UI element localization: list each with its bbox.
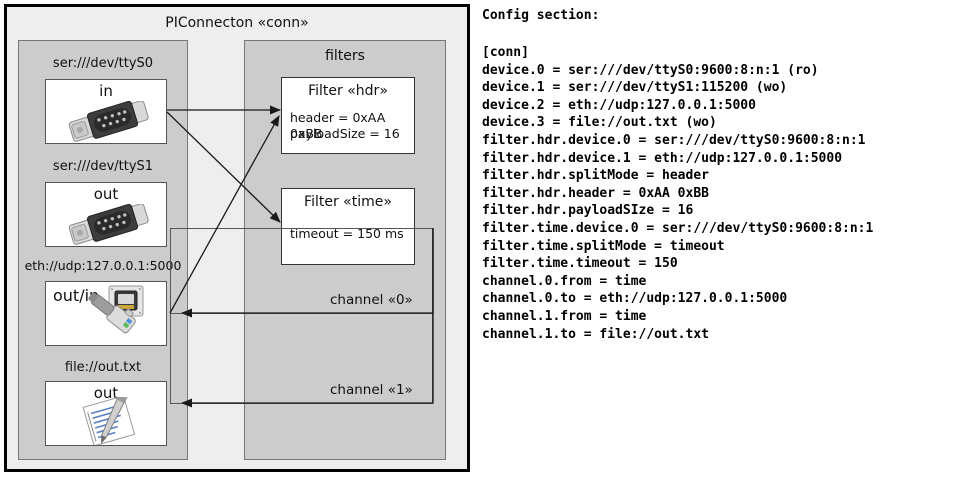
filters-panel-title: filters [325, 48, 365, 64]
config-heading: Config section: [482, 8, 600, 23]
device-label-eth: eth://udp:127.0.0.1:5000 [24, 258, 182, 273]
channel-0-label: channel «0» [330, 292, 413, 308]
device-tile-file[interactable]: out [45, 381, 167, 446]
filter-title-time: Filter «time» [304, 194, 392, 210]
config-body: [conn] device.0 = ser:///dev/ttyS0:9600:… [482, 45, 874, 342]
channel-1-route [170, 228, 433, 404]
page-title: PIConnecton «conn» [165, 15, 309, 31]
channel-1-label: channel «1» [330, 382, 413, 398]
serial-db9-icon [68, 204, 149, 245]
device-direction-ttys1: out [93, 185, 119, 203]
device-tile-ttys1[interactable]: out [45, 182, 167, 247]
device-tile-ttys0[interactable]: in [45, 79, 167, 144]
filter-prop-hdr-header: header = 0xAA 0xBB [290, 110, 386, 141]
device-label-ttys0: ser:///dev/ttyS0 [52, 56, 154, 71]
device-direction-ttys0: in [99, 82, 113, 100]
device-direction-eth: out/in [53, 286, 100, 305]
filter-box-hdr[interactable]: Filter «hdr» header = 0xAA 0xBB payloadS… [281, 77, 415, 154]
device-direction-file: out [93, 384, 119, 402]
filter-prop-hdr-payloadsize: payloadSize = 16 [290, 126, 400, 141]
device-tile-eth[interactable]: out/in [45, 281, 167, 346]
device-label-file: file://out.txt [64, 360, 142, 375]
filter-title-hdr: Filter «hdr» [308, 83, 388, 99]
ethernet-rj45-icon [88, 285, 144, 334]
serial-db9-icon [68, 101, 149, 142]
device-label-ttys1: ser:///dev/ttyS1 [52, 159, 154, 174]
file-document-icon [82, 397, 136, 445]
